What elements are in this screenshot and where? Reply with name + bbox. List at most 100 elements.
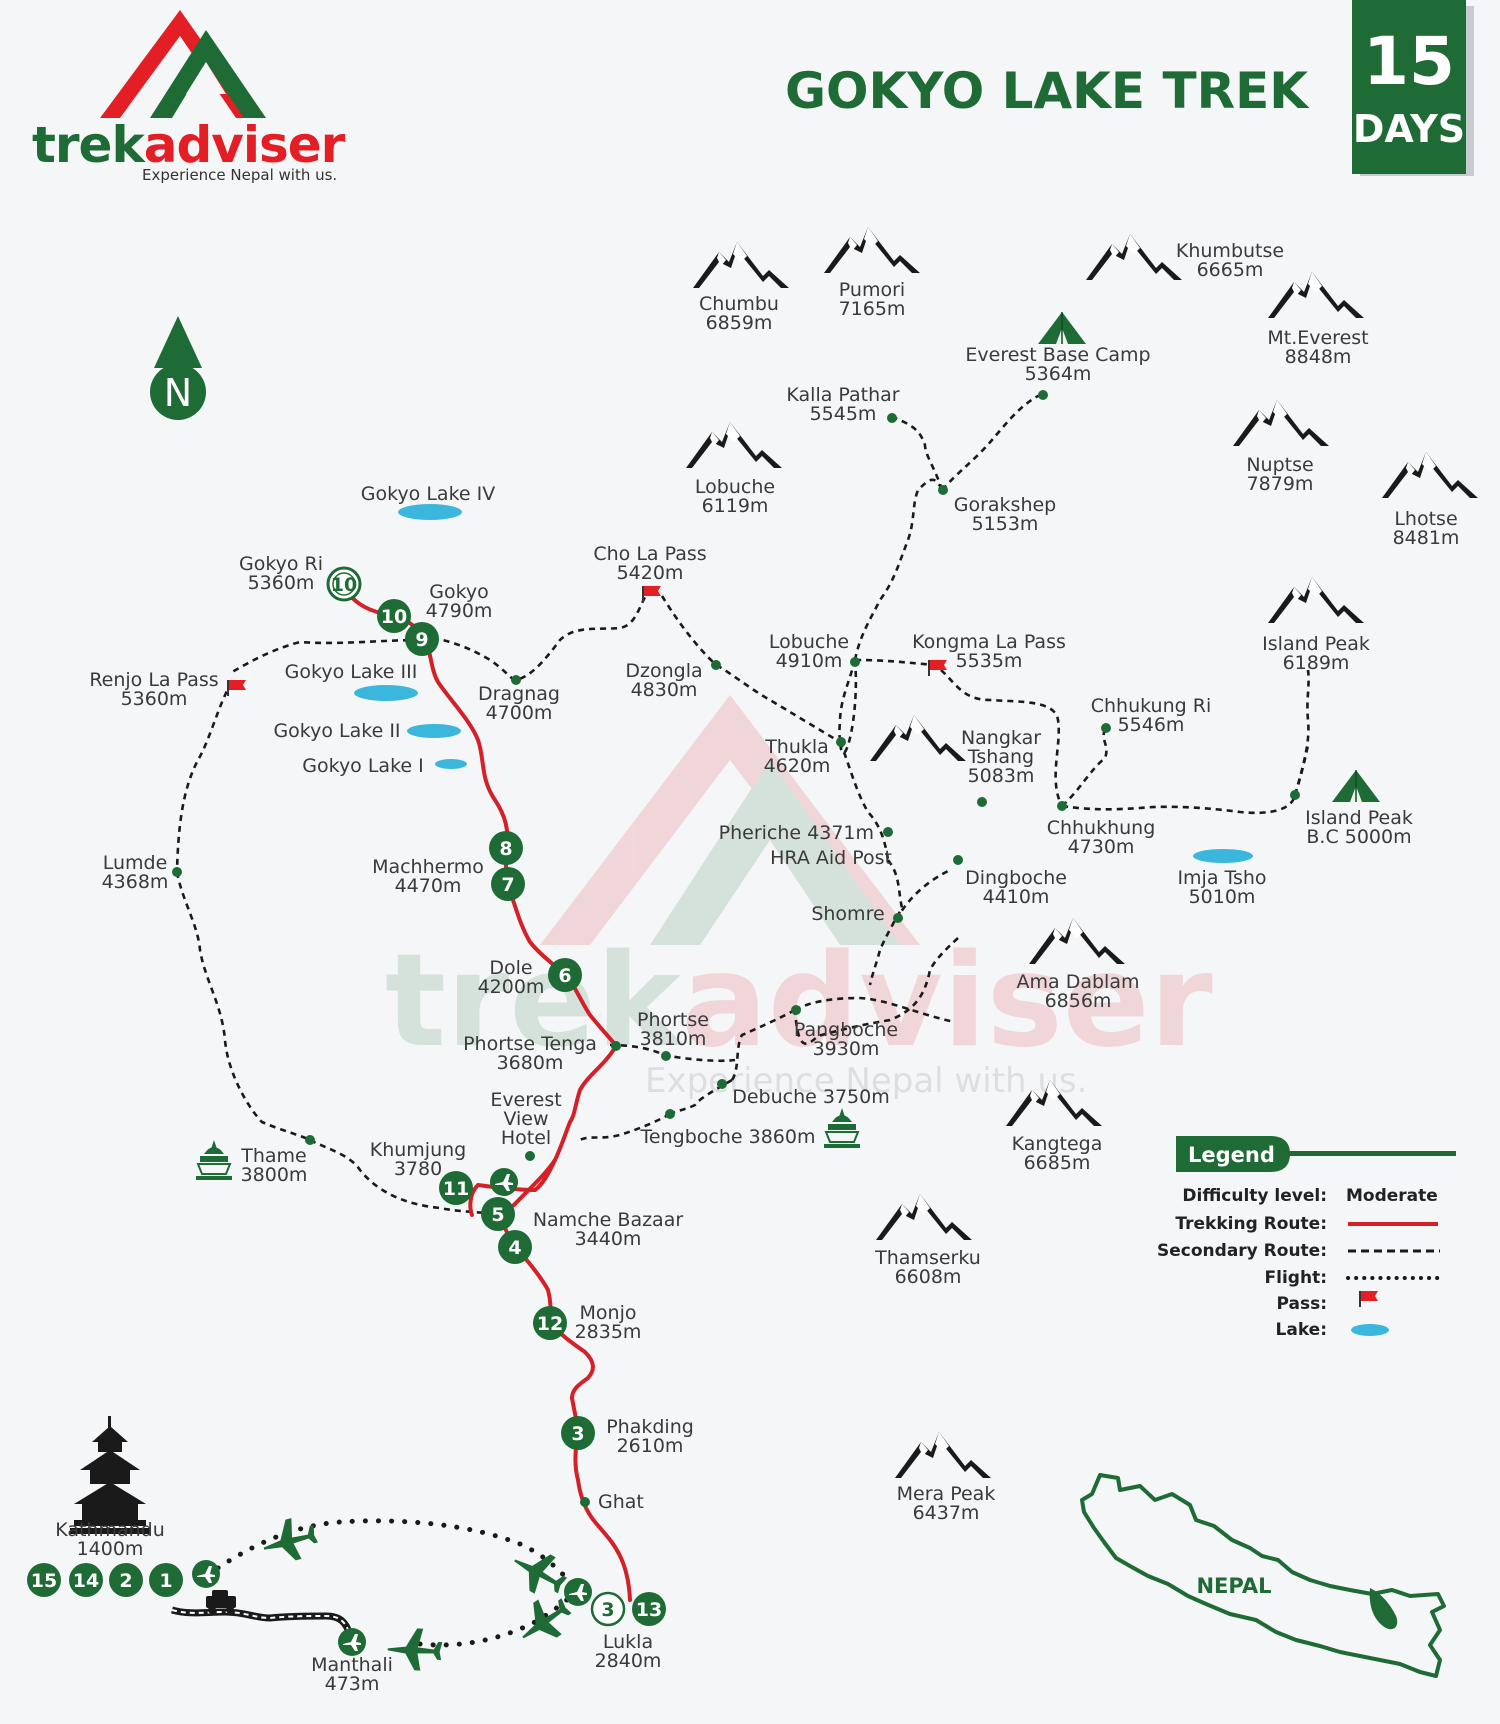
peak-name: Khumbutse xyxy=(1176,240,1284,262)
place-elev: 4410m xyxy=(983,886,1050,908)
place-labels: Everest Base Camp 5364m Kalla Pathar 554… xyxy=(55,344,1413,1695)
place-elev: 4790m xyxy=(426,600,493,622)
place-name: Kalla Pathar xyxy=(786,384,899,406)
duration-badge: 15 DAYS xyxy=(1352,0,1474,176)
duration-unit: DAYS xyxy=(1353,107,1465,151)
place-name: Chhukung Ri xyxy=(1091,695,1211,717)
place-name: Namche Bazaar xyxy=(533,1209,684,1231)
flight-plane-icon xyxy=(386,1626,444,1673)
place-elev: 5360m xyxy=(248,572,315,594)
place-name: Gokyo Lake III xyxy=(285,661,418,683)
legend: Legend Difficulty level: Moderate Trekki… xyxy=(1157,1136,1456,1340)
day-marker-10-outline: 10 xyxy=(326,566,362,602)
peak-name: Ama Dablam xyxy=(1017,971,1140,993)
duration-number: 15 xyxy=(1363,23,1455,100)
place-elev: 1400m xyxy=(77,1538,144,1560)
peak-elev: 7879m xyxy=(1247,473,1314,495)
place-name: Chhukhung xyxy=(1047,817,1156,839)
day-marker-1: 1 xyxy=(149,1563,183,1597)
day-marker-8: 8 xyxy=(489,831,523,865)
lakes xyxy=(354,504,1253,863)
airport-manthali-icon xyxy=(338,1628,366,1656)
watermark: trekadviser Experience Nepal with us. xyxy=(385,695,1213,1101)
place-elev: 4368m xyxy=(102,871,169,893)
day-marker-10: 10 xyxy=(377,599,411,633)
place-name: Gokyo Ri xyxy=(239,553,323,575)
airport-lukla-icon xyxy=(564,1578,592,1606)
peak-elev: 8848m xyxy=(1285,346,1352,368)
place-elev: 5545m xyxy=(810,403,877,425)
place-elev: 5360m xyxy=(121,688,188,710)
place-name: Phakding xyxy=(606,1416,694,1438)
place-name: Lumde xyxy=(103,852,168,874)
place-name: Kathmandu xyxy=(55,1519,165,1541)
place-elev: 5010m xyxy=(1189,886,1256,908)
day-marker-7: 7 xyxy=(491,867,525,901)
place-name: Cho La Pass xyxy=(593,543,706,565)
jeep-icon xyxy=(206,1590,236,1614)
mountain-icon xyxy=(824,227,920,273)
place-name: Phortse xyxy=(637,1009,709,1031)
place-elev: 3440m xyxy=(575,1228,642,1250)
day-marker-12: 12 xyxy=(533,1306,567,1340)
flight-route xyxy=(215,1518,578,1648)
airport-kathmandu-icon xyxy=(192,1560,220,1588)
svg-text:8: 8 xyxy=(499,838,512,860)
place-name: Ghat xyxy=(598,1491,644,1513)
place-elev: 3800m xyxy=(241,1164,308,1186)
camp-tent-icon xyxy=(1331,769,1381,803)
legend-flight-label: Flight: xyxy=(1265,1268,1327,1288)
waypoint-dots xyxy=(172,390,1300,1507)
north-letter: N xyxy=(164,371,192,415)
place-name: Manthali xyxy=(311,1654,393,1676)
place-elev: 3810m xyxy=(640,1028,707,1050)
place-name: Dingboche xyxy=(965,867,1067,889)
place-name: Gokyo Lake II xyxy=(273,720,400,742)
lake-imja-tsho xyxy=(1193,849,1253,863)
day-marker-5: 5 xyxy=(481,1197,515,1231)
peak-name-2: Tshang xyxy=(967,746,1034,768)
lake-gokyo-i xyxy=(435,759,467,769)
place-name: Dzongla xyxy=(625,660,702,682)
logo: trekadviser Experience Nepal with us. xyxy=(32,10,347,184)
mountain-icon xyxy=(895,1432,991,1478)
place-name: Tengboche 3860m xyxy=(640,1126,816,1148)
mountain-icon xyxy=(1268,577,1364,623)
peak-name: Pumori xyxy=(839,279,905,301)
peak-elev: 6665m xyxy=(1197,259,1264,281)
mountain-icon xyxy=(1382,452,1478,498)
svg-text:1: 1 xyxy=(159,1570,172,1592)
place-name: Machhermo xyxy=(372,856,484,878)
svg-text:11: 11 xyxy=(443,1178,469,1200)
camp-tent-icon xyxy=(1037,311,1087,345)
watermark-text: trekadviser xyxy=(385,927,1213,1076)
pass-flag-icon xyxy=(227,679,247,697)
page-title: GOKYO LAKE TREK xyxy=(785,62,1310,120)
logo-tagline: Experience Nepal with us. xyxy=(142,166,337,184)
place-elev: 3780 xyxy=(394,1158,442,1180)
place-elev: 2835m xyxy=(575,1321,642,1343)
svg-text:4: 4 xyxy=(508,1237,521,1259)
svg-text:6: 6 xyxy=(558,965,571,987)
legend-lake-label: Lake: xyxy=(1276,1320,1327,1340)
mountain-icon xyxy=(1268,272,1364,318)
svg-text:3: 3 xyxy=(601,1599,614,1621)
inset-country-label: NEPAL xyxy=(1196,1574,1271,1598)
svg-text:10: 10 xyxy=(331,574,357,596)
svg-text:5: 5 xyxy=(491,1204,504,1226)
place-elev: 2840m xyxy=(595,1650,662,1672)
pass-flag-icon xyxy=(642,585,662,603)
svg-text:14: 14 xyxy=(73,1570,99,1592)
peak-elev: 6189m xyxy=(1283,652,1350,674)
peak-elev: 5083m xyxy=(968,765,1035,787)
legend-difficulty-label: Difficulty level: xyxy=(1182,1186,1327,1206)
peak-elev: 6856m xyxy=(1045,990,1112,1012)
day-marker-9: 9 xyxy=(405,622,439,656)
place-elev: 4910m xyxy=(776,650,843,672)
legend-pass-label: Pass: xyxy=(1276,1294,1327,1314)
peak-name: Mt.Everest xyxy=(1267,327,1368,349)
peak-name: Nuptse xyxy=(1246,454,1313,476)
peak-name: Thamserku xyxy=(874,1247,981,1269)
road-route xyxy=(171,1590,354,1637)
